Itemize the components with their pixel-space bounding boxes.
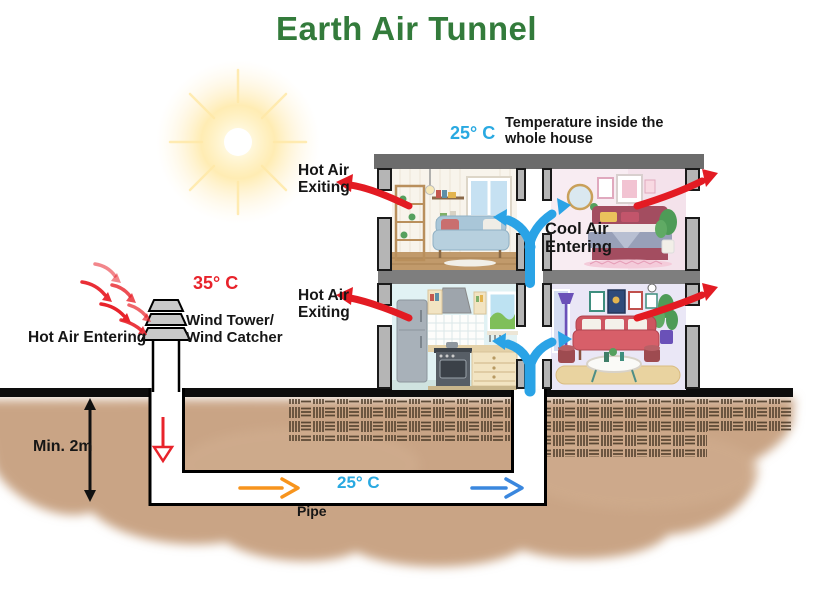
depth-arrow-icon [84,398,96,502]
hot-air-entering-arrows-icon [80,262,151,335]
pipe-flow-cool-arrow-icon [470,477,524,499]
house-section [374,154,704,390]
wind-tower-label: Wind Tower/ Wind Catcher [186,312,283,346]
pipe-temperature-value: 25° C [337,473,380,492]
pipe-flow-down-arrow-icon [151,417,175,464]
room-kitchen [392,284,518,390]
page-title: Earth Air Tunnel [275,10,537,47]
hot-air-exiting-upper-label: Hot Air Exiting [298,162,350,197]
hot-air-exiting-lower-label: Hot Air Exiting [298,287,350,322]
roof-slab [374,154,704,169]
soil-hatch-texture [287,399,793,457]
mid-floor-slab [378,270,700,284]
hot-air-entering-label: Hot Air Entering [28,329,147,346]
ground-line [0,388,793,397]
outside-temperature-value: 35° C [193,273,239,293]
house-temperature-caption: Temperature inside the whole house [505,115,664,148]
pipe-flow-warm-arrow-icon [238,477,300,499]
room-bedroom-upper [551,169,686,270]
earth-air-pipe [148,388,547,506]
wind-tower [140,299,192,392]
hot-air-exit-arrows-icon [336,169,718,322]
house-temperature-value: 25° C [450,123,496,143]
cool-air-flow-arrows-icon [492,198,572,397]
min-depth-label: Min. 2m [33,438,93,455]
pipe-label: Pipe [297,503,327,519]
sun-icon [156,60,320,224]
room-living-upper [392,169,517,270]
room-living-lower [551,283,686,390]
cool-air-entering-label: Cool Air Entering [545,220,612,257]
